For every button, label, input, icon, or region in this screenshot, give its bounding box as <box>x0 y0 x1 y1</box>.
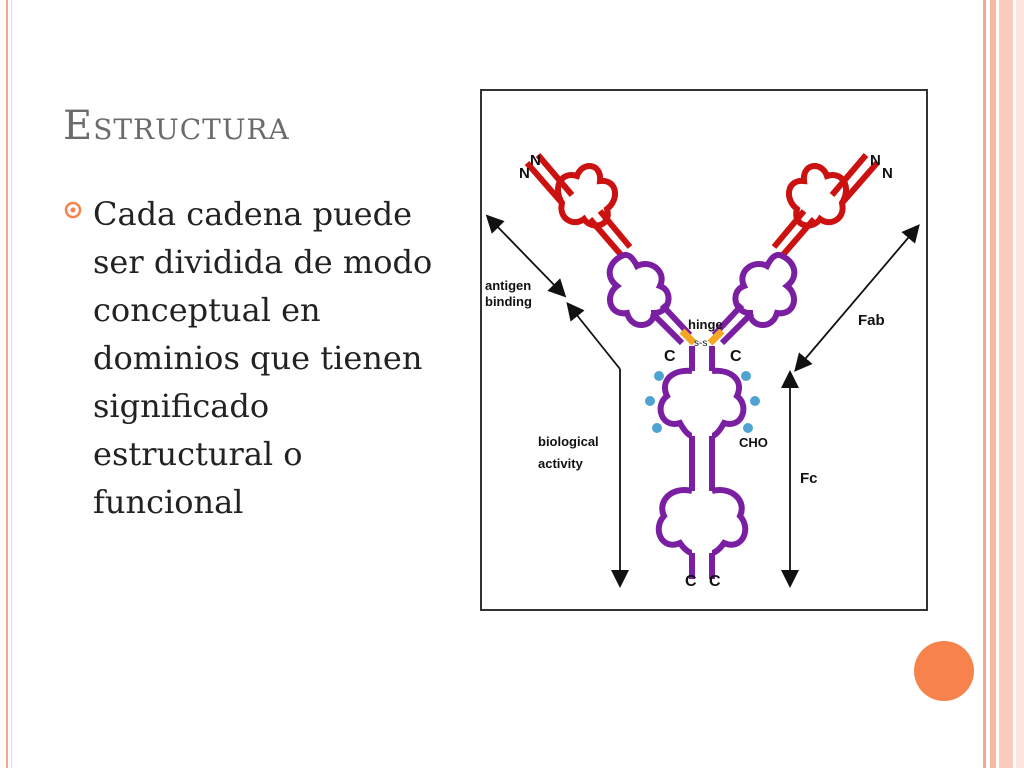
label-n: N <box>870 152 881 169</box>
left-constant-domain <box>606 251 693 346</box>
disulfide-label: S-S <box>707 391 716 404</box>
bullet-text: Cada cadena puede ser dividida de modo c… <box>93 195 433 521</box>
label-biological: biological <box>538 434 599 449</box>
bullet-icon <box>64 201 82 219</box>
label-c: C <box>664 348 676 365</box>
disulfide-label: S-S <box>707 501 716 514</box>
label-antigen: antigen <box>485 278 531 293</box>
antibody-figure: N N N N antigen binding Fab hinge s-s C … <box>480 89 928 611</box>
label-c: C <box>685 573 697 590</box>
label-c: C <box>730 348 742 365</box>
label-fc: Fc <box>800 470 818 487</box>
label-activity: activity <box>538 456 584 471</box>
bullet-item: Cada cadena puede ser dividida de modo c… <box>63 190 453 526</box>
right-border-stripe <box>990 0 996 768</box>
right-border-stripe <box>999 0 1013 768</box>
disulfide-label: S-S <box>757 281 772 297</box>
right-border-stripe <box>983 0 986 768</box>
left-border-line-thin <box>11 0 12 768</box>
label-n: N <box>519 165 530 182</box>
label-cho: CHO <box>739 435 768 450</box>
fc-stem <box>655 346 749 579</box>
label-n: N <box>882 165 893 182</box>
disulfide-label: S-S <box>572 202 587 218</box>
right-border-stripe <box>1016 0 1024 768</box>
label-binding: binding <box>485 294 532 309</box>
hinge-region <box>679 328 725 346</box>
disulfide-label: S-S <box>628 285 643 301</box>
label-fab: Fab <box>858 312 885 329</box>
fab-arrow <box>794 224 920 372</box>
label-hinge-ss: s-s <box>694 338 707 349</box>
slide-title: Estructura <box>63 103 290 149</box>
antigen-binding-arrow <box>485 214 567 298</box>
disulfide-label: S-S <box>687 501 696 514</box>
antibody-diagram: N N N N antigen binding Fab hinge s-s C … <box>485 152 920 590</box>
disulfide-label: S-S <box>815 198 830 214</box>
label-c: C <box>709 573 721 590</box>
decorative-orange-circle <box>914 641 974 701</box>
label-hinge: hinge <box>688 317 723 332</box>
left-variable-domain <box>524 153 633 258</box>
left-border-line <box>6 0 8 768</box>
disulfide-label: S-S <box>687 391 696 404</box>
carbohydrate-dots <box>645 371 760 433</box>
biological-activity-arrow-upper <box>566 301 621 370</box>
label-n: N <box>530 152 541 169</box>
right-constant-domain <box>711 251 798 346</box>
